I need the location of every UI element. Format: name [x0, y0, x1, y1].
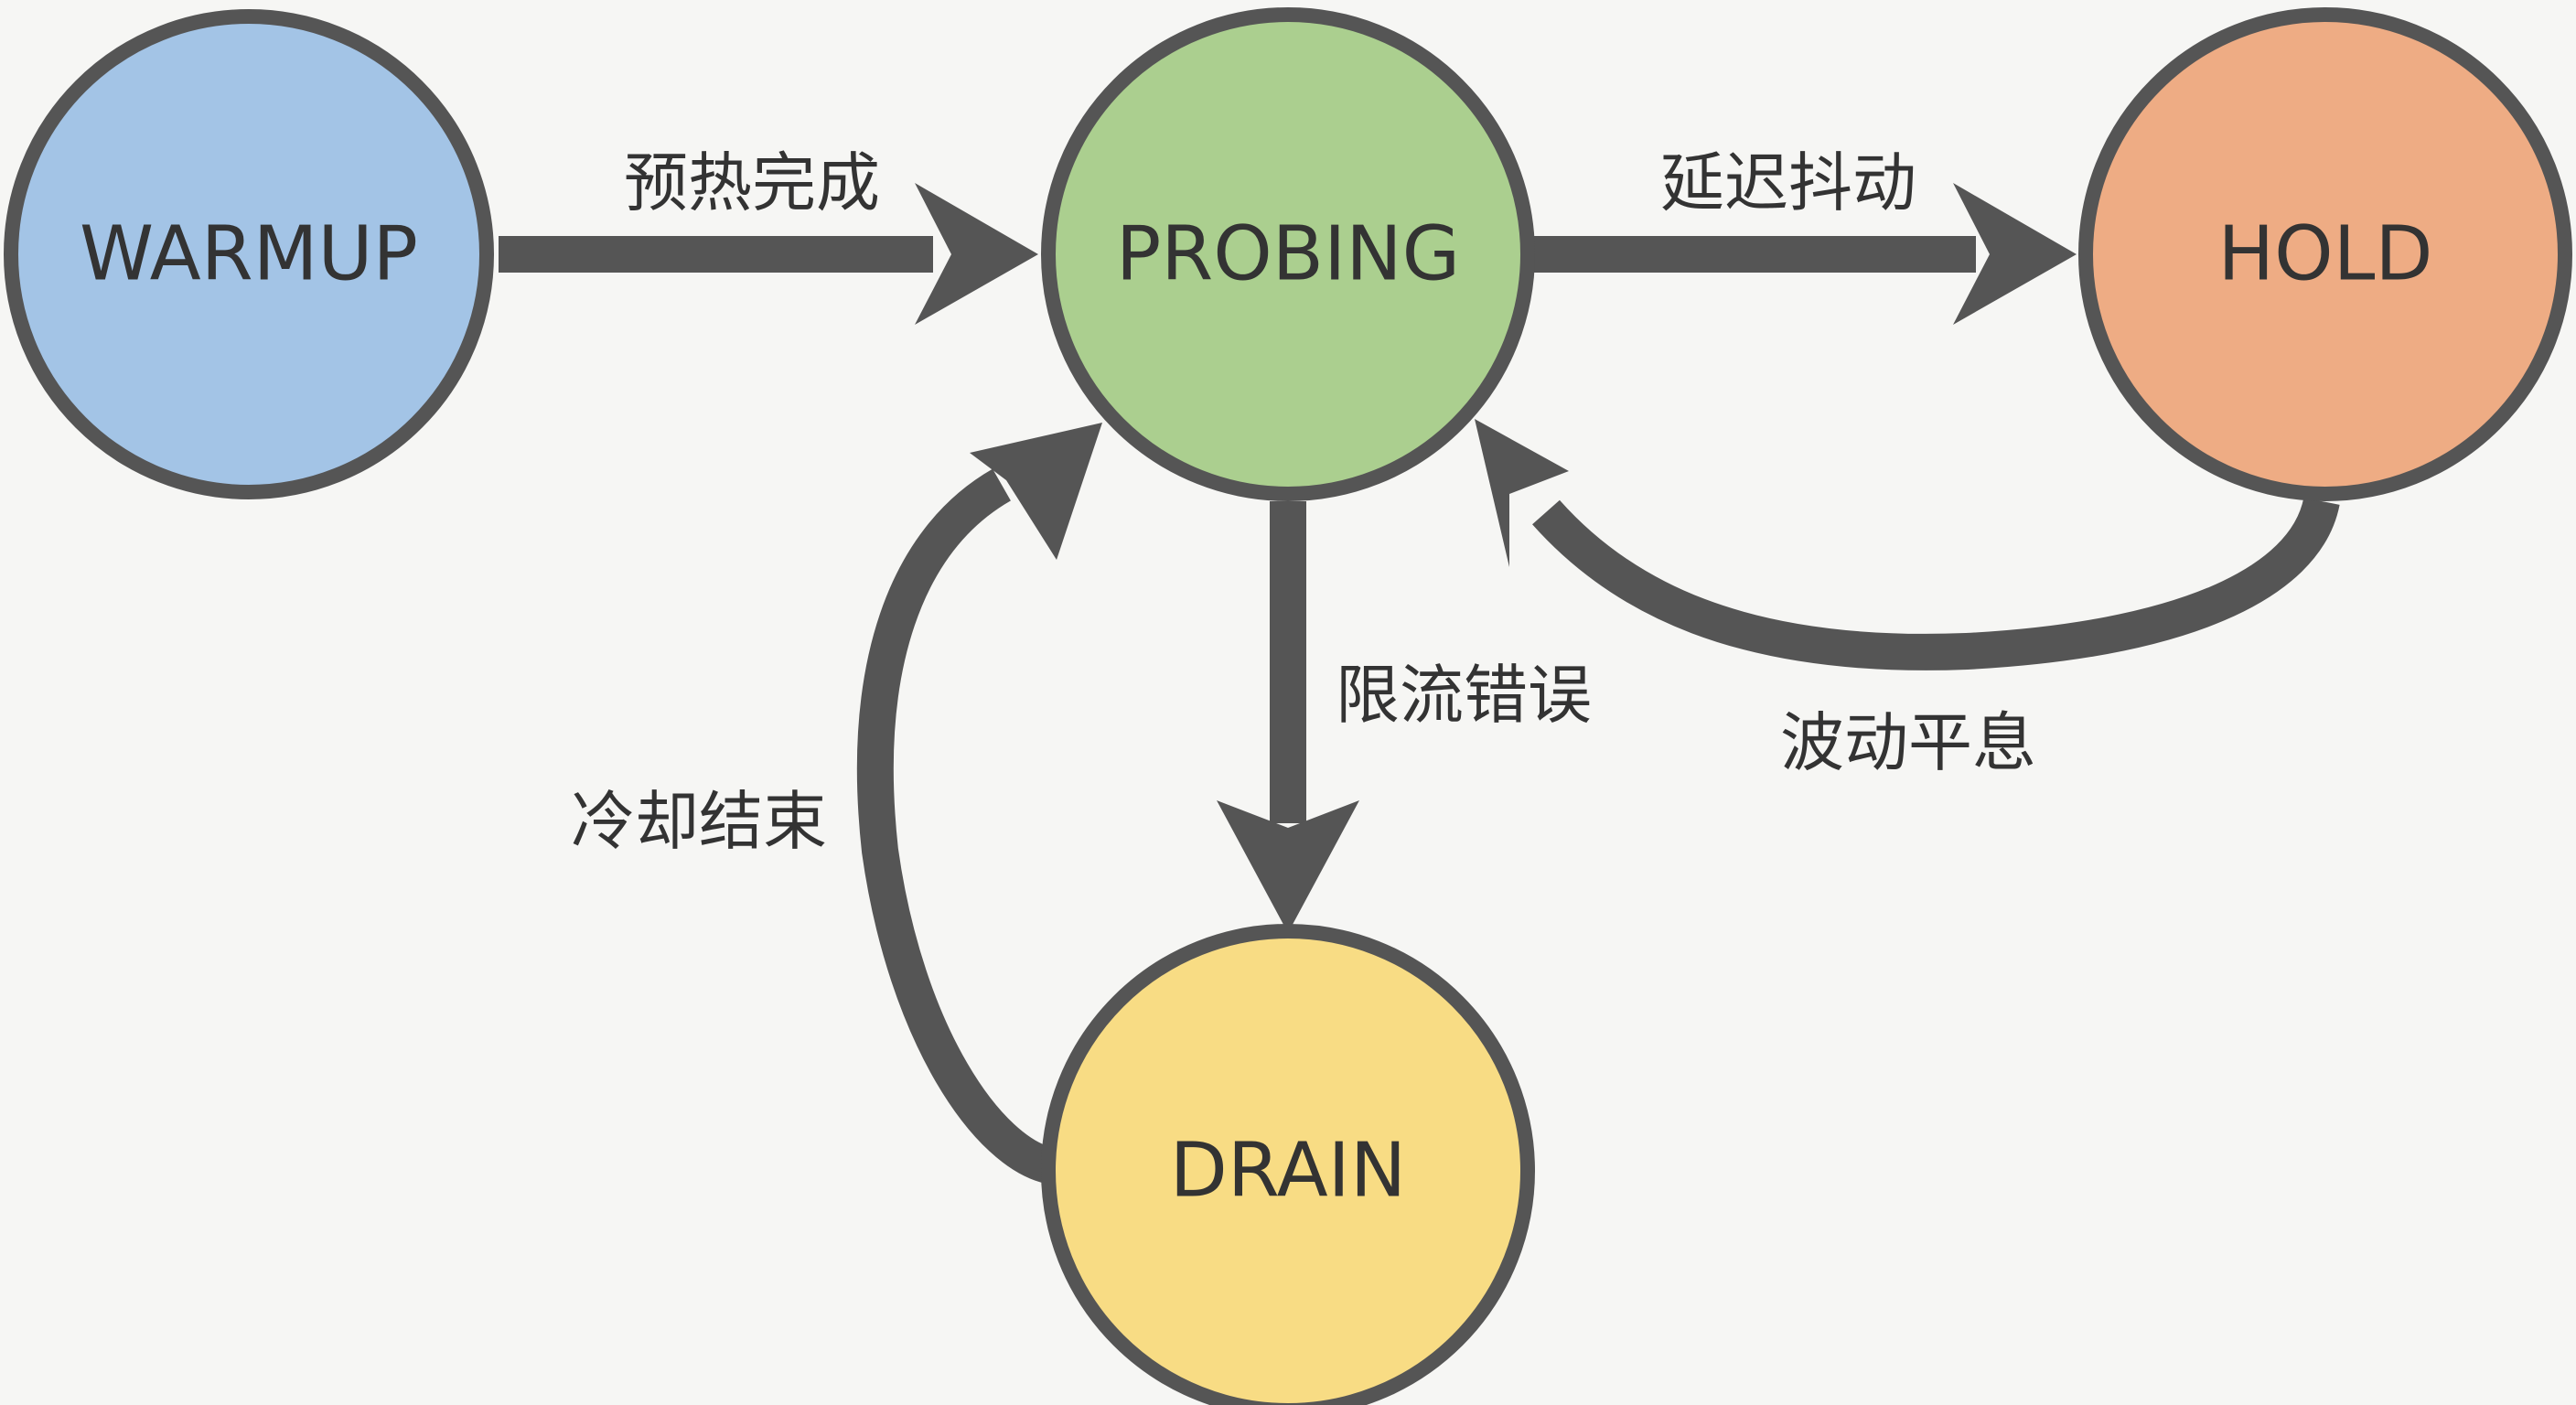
edge-drain-to-probing-arrowhead — [970, 423, 1102, 560]
edge-probing-to-drain — [1217, 501, 1359, 933]
state-drain-label: DRAIN — [1170, 1128, 1406, 1215]
edge-probing-to-hold-label: 延迟抖动 — [1660, 145, 1916, 220]
edge-hold-to-probing-arrowhead — [1475, 419, 1569, 567]
state-probing-circle — [1041, 7, 1535, 501]
edge-warmup-to-probing-label: 预热完成 — [624, 145, 880, 220]
state-hold-circle — [2078, 7, 2572, 501]
edge-warmup-to-probing — [499, 183, 1038, 325]
edge-warmup-to-probing-arrowhead — [915, 183, 1038, 325]
state-drain: DRAIN — [1041, 924, 1535, 1405]
state-drain-circle — [1041, 924, 1535, 1405]
state-probing: PROBING — [1041, 7, 1535, 501]
edge-probing-to-drain-label: 限流错误 — [1336, 658, 1592, 733]
edge-probing-to-hold-arrowhead — [1953, 183, 2077, 325]
state-warmup: WARMUP — [4, 9, 494, 499]
edge-hold-to-probing-label: 波动平息 — [1780, 705, 2036, 780]
state-probing-label: PROBING — [1116, 211, 1460, 298]
state-hold: HOLD — [2078, 7, 2572, 501]
edge-hold-to-probing — [1475, 419, 2340, 670]
edge-probing-to-hold — [1532, 183, 2077, 325]
edge-probing-to-drain-arrowhead — [1217, 800, 1359, 933]
edge-drain-to-probing-label: 冷却结束 — [571, 784, 827, 859]
state-warmup-circle — [4, 9, 494, 499]
edge-hold-to-probing-line — [1532, 497, 2340, 670]
edge-drain-to-probing-line — [856, 468, 1057, 1185]
state-hold-label: HOLD — [2217, 211, 2432, 298]
edge-drain-to-probing — [856, 423, 1102, 1185]
state-warmup-label: WARMUP — [80, 211, 418, 298]
